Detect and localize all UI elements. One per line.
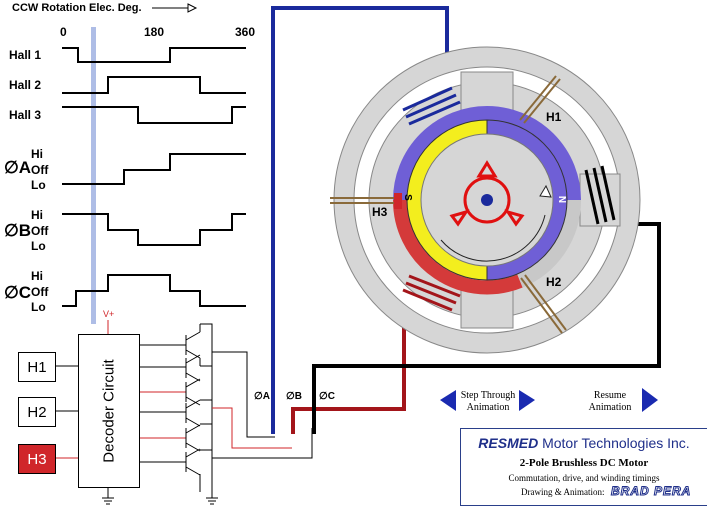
phaseA-off: Off xyxy=(31,163,49,177)
coil-arc-c xyxy=(517,199,582,288)
coil-arc-b xyxy=(392,199,523,295)
hall-input-lines xyxy=(56,365,78,459)
phase-c-out-label: ∅C xyxy=(319,391,335,402)
phaseC-wave xyxy=(62,274,246,307)
driver-transistors xyxy=(102,320,313,505)
axis-title: CCW Rotation Elec. Deg. xyxy=(12,2,142,14)
vplus-label: V+ xyxy=(103,309,115,319)
phaseC-symbol: ∅C xyxy=(4,283,32,302)
windings xyxy=(402,86,616,312)
brand-bold: RESMED xyxy=(478,435,539,451)
coil-arc-a xyxy=(393,106,488,201)
credit-panel: RESMED Motor Technologies Inc. 2-Pole Br… xyxy=(460,428,707,506)
phaseB-wave xyxy=(62,213,246,246)
phase-c-wire xyxy=(312,222,661,434)
phaseB-hi: Hi xyxy=(31,208,43,222)
hall3-label: Hall 3 xyxy=(9,108,42,122)
phaseA-lo: Lo xyxy=(31,178,46,192)
hall-input-h1[interactable]: H1 xyxy=(18,352,56,382)
phaseA-symbol: ∅A xyxy=(4,158,32,177)
phase-b-wire xyxy=(291,290,406,434)
phase-b-out-label: ∅B xyxy=(286,391,302,402)
decoder-label: Decoder Circuit xyxy=(100,359,118,463)
decoder-circuit: Decoder Circuit xyxy=(78,334,140,488)
tick-0: 0 xyxy=(60,25,67,39)
motor-h2-label: H2 xyxy=(546,275,562,289)
brand-rest: Motor Technologies Inc. xyxy=(538,435,690,451)
tick-360: 360 xyxy=(235,25,256,39)
credit-drawing: Drawing & Animation: xyxy=(521,487,605,497)
phaseB-lo: Lo xyxy=(31,239,46,253)
hall-sensor-h3-active xyxy=(394,193,402,209)
hall3-wave xyxy=(62,106,246,124)
winding-a xyxy=(402,86,461,126)
resume-label[interactable]: Resume Animation xyxy=(588,390,632,413)
hall-sensor-h3 xyxy=(330,197,398,204)
rotation-indicator-icon xyxy=(539,184,552,198)
pole-n-label: N xyxy=(556,195,568,204)
coil-arc-a2 xyxy=(486,106,581,201)
credit-title: 2-Pole Brushless DC Motor xyxy=(519,457,649,469)
hall-sensor-h2 xyxy=(520,274,567,334)
phaseC-off: Off xyxy=(31,285,49,299)
motor-h3-label: H3 xyxy=(372,205,388,219)
tick-180: 180 xyxy=(144,25,165,39)
timing-waveforms xyxy=(62,47,246,307)
credit-subtitle: Commutation, drive, and winding timings xyxy=(508,473,660,483)
step-forward-button[interactable] xyxy=(519,390,535,411)
rotor-hub-icon xyxy=(449,160,525,227)
phaseC-hi: Hi xyxy=(31,269,43,283)
hall-input-h2[interactable]: H2 xyxy=(18,397,56,427)
winding-c xyxy=(584,165,616,225)
phase-a-wire xyxy=(271,6,449,434)
rotation-arrow-head xyxy=(187,3,198,13)
author-logo: BRAD PERA xyxy=(610,484,692,499)
phase-a-out-label: ∅A xyxy=(254,391,270,402)
motor-h1-label: H1 xyxy=(546,110,562,124)
hall1-label: Hall 1 xyxy=(9,48,42,62)
step-through-label[interactable]: Step Through Animation xyxy=(460,390,516,413)
hall1-wave xyxy=(62,47,246,63)
hall-sensors xyxy=(330,75,567,334)
hall2-label: Hall 2 xyxy=(9,78,42,92)
phaseB-symbol: ∅B xyxy=(4,221,32,240)
hall-sensor-h1 xyxy=(519,75,561,124)
winding-b xyxy=(402,274,461,312)
phaseC-lo: Lo xyxy=(31,300,46,314)
hall-input-h3[interactable]: H3 xyxy=(18,444,56,474)
phaseA-wave xyxy=(62,153,246,185)
brand-name: RESMED Motor Technologies Inc. xyxy=(461,435,707,451)
hall2-wave xyxy=(62,76,246,94)
step-back-button[interactable] xyxy=(440,390,456,411)
rotor[interactable] xyxy=(406,119,568,281)
phaseA-hi: Hi xyxy=(31,147,43,161)
phaseB-off: Off xyxy=(31,224,49,238)
transistor-bank xyxy=(185,323,213,492)
resume-button[interactable] xyxy=(642,388,658,412)
position-marker[interactable] xyxy=(91,27,96,324)
pole-s-label: S xyxy=(401,194,413,201)
